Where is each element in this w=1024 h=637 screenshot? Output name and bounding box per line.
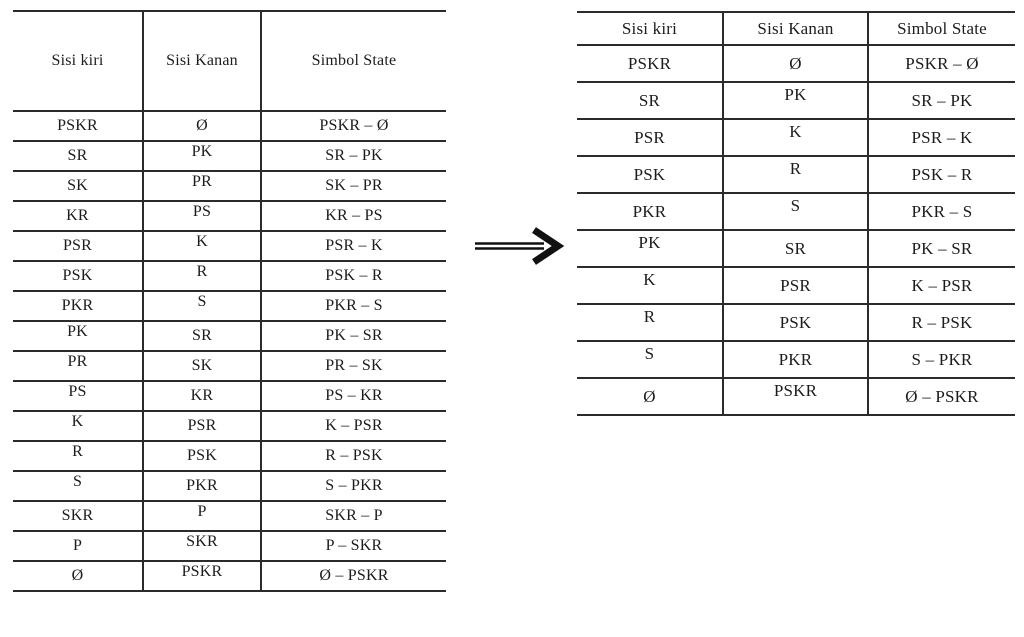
cell-simbol: PSKR – Ø: [260, 112, 446, 142]
cell-kanan: K: [142, 232, 260, 262]
cell-kiri: P: [13, 532, 142, 562]
cell-simbol: R – PSK: [260, 442, 446, 472]
cell-simbol: PR – SK: [260, 352, 446, 382]
cell-kanan: SR: [142, 322, 260, 352]
column-header: Sisi Kanan: [722, 13, 867, 46]
cell-kanan: SKR: [142, 532, 260, 562]
cell-simbol: PSKR – Ø: [867, 46, 1015, 83]
cell-kiri: PR: [13, 352, 142, 382]
cell-kiri: SR: [13, 142, 142, 172]
cell-kiri: PK: [13, 322, 142, 352]
cell-simbol: R – PSK: [867, 305, 1015, 342]
cell-kanan: PKR: [142, 472, 260, 502]
cell-kiri: SR: [577, 83, 722, 120]
cell-simbol: PSR – K: [867, 120, 1015, 157]
cell-simbol: PKR – S: [867, 194, 1015, 231]
cell-kanan: PKR: [722, 342, 867, 379]
column-header: Simbol State: [260, 12, 446, 112]
cell-simbol: PS – KR: [260, 382, 446, 412]
cell-kanan: PSKR: [142, 562, 260, 592]
cell-kiri: PSK: [13, 262, 142, 292]
column-header: Sisi kiri: [13, 12, 142, 112]
cell-kiri: SK: [13, 172, 142, 202]
cell-kanan: PSKR: [722, 379, 867, 416]
cell-simbol: Ø – PSKR: [260, 562, 446, 592]
cell-simbol: SR – PK: [260, 142, 446, 172]
cell-kanan: PSK: [142, 442, 260, 472]
cell-kiri: PSKR: [13, 112, 142, 142]
cell-kanan: R: [142, 262, 260, 292]
cell-kiri: S: [13, 472, 142, 502]
cell-kanan: SR: [722, 231, 867, 268]
cell-kanan: PK: [142, 142, 260, 172]
cell-simbol: PSK – R: [260, 262, 446, 292]
cell-kiri: PSR: [577, 120, 722, 157]
cell-simbol: K – PSR: [867, 268, 1015, 305]
cell-kanan: S: [722, 194, 867, 231]
cell-simbol: Ø – PSKR: [867, 379, 1015, 416]
cell-simbol: SK – PR: [260, 172, 446, 202]
cell-kanan: PSK: [722, 305, 867, 342]
cell-kanan: R: [722, 157, 867, 194]
cell-kiri: PS: [13, 382, 142, 412]
cell-kanan: P: [142, 502, 260, 532]
cell-kanan: Ø: [142, 112, 260, 142]
cell-kiri: S: [577, 342, 722, 379]
column-header: Simbol State: [867, 13, 1015, 46]
cell-kanan: K: [722, 120, 867, 157]
cell-kanan: Ø: [722, 46, 867, 83]
cell-kiri: K: [13, 412, 142, 442]
cell-simbol: P – SKR: [260, 532, 446, 562]
cell-simbol: SKR – P: [260, 502, 446, 532]
cell-simbol: PSR – K: [260, 232, 446, 262]
cell-kiri: PSR: [13, 232, 142, 262]
cell-kiri: R: [577, 305, 722, 342]
cell-simbol: PK – SR: [867, 231, 1015, 268]
cell-kiri: KR: [13, 202, 142, 232]
cell-kiri: K: [577, 268, 722, 305]
cell-kanan: SK: [142, 352, 260, 382]
cell-kiri: Ø: [577, 379, 722, 416]
cell-kanan: PK: [722, 83, 867, 120]
cell-simbol: S – PKR: [867, 342, 1015, 379]
cell-simbol: K – PSR: [260, 412, 446, 442]
cell-kiri: PKR: [13, 292, 142, 322]
cell-kiri: Ø: [13, 562, 142, 592]
column-header: Sisi kiri: [577, 13, 722, 46]
cell-simbol: PKR – S: [260, 292, 446, 322]
cell-kiri: PKR: [577, 194, 722, 231]
cell-simbol: S – PKR: [260, 472, 446, 502]
cell-simbol: SR – PK: [867, 83, 1015, 120]
column-header: Sisi Kanan: [142, 12, 260, 112]
cell-kiri: PSK: [577, 157, 722, 194]
cell-kiri: SKR: [13, 502, 142, 532]
double-arrow-icon: [468, 226, 568, 266]
cell-simbol: KR – PS: [260, 202, 446, 232]
cell-kanan: PSR: [142, 412, 260, 442]
cell-kanan: PSR: [722, 268, 867, 305]
cell-kiri: R: [13, 442, 142, 472]
cell-simbol: PK – SR: [260, 322, 446, 352]
cell-kiri: PK: [577, 231, 722, 268]
cell-kanan: PS: [142, 202, 260, 232]
cell-kanan: S: [142, 292, 260, 322]
cell-simbol: PSK – R: [867, 157, 1015, 194]
cell-kanan: KR: [142, 382, 260, 412]
cell-kanan: PR: [142, 172, 260, 202]
cell-kiri: PSKR: [577, 46, 722, 83]
